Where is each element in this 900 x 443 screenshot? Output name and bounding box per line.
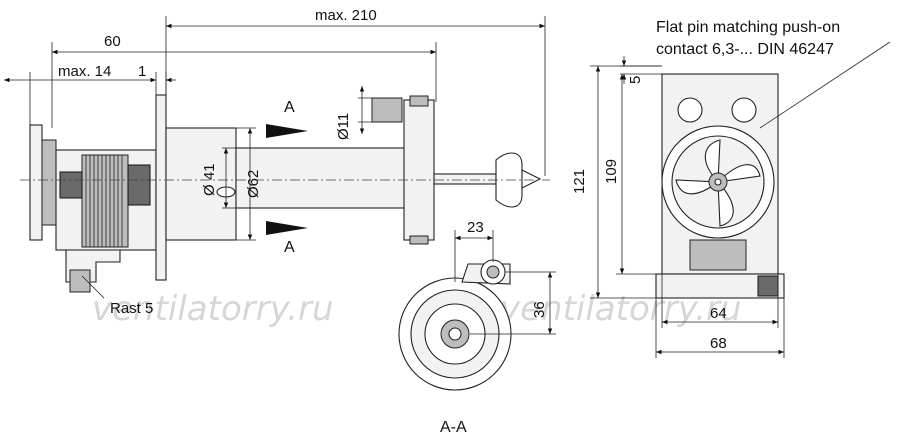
- section-a-a-view: 23 36 A-A: [398, 219, 556, 436]
- section-arrow-top: [266, 124, 308, 138]
- contact-label-line1: Flat pin matching push-on: [656, 19, 840, 36]
- front-view: Flat pin matching push-on contact 6,3-..…: [655, 19, 891, 299]
- rast-label: Rast 5: [110, 300, 153, 317]
- front-pin-left: [677, 97, 703, 123]
- bearing-block: [127, 164, 151, 206]
- terminal-block: [59, 171, 83, 199]
- dim-109: 109: [603, 159, 620, 184]
- dim-dia-41: Ø 41: [201, 163, 218, 196]
- contact-label-line2: contact 6,3-... DIN 46247: [656, 41, 834, 58]
- impeller-shaft: [433, 173, 497, 185]
- contact-leader: [759, 41, 891, 129]
- terminal-plug: [69, 269, 91, 293]
- side-view: [20, 94, 550, 293]
- dim-64: 64: [710, 305, 727, 322]
- dim-36: 36: [531, 301, 548, 318]
- mounting-plate: [155, 94, 167, 281]
- dim-60: 60: [104, 33, 121, 50]
- dim-max-14: max. 14: [58, 63, 111, 80]
- dim-23: 23: [467, 219, 484, 236]
- motor-coil: [81, 154, 129, 248]
- dim-dia-11: Ø11: [335, 113, 352, 140]
- dim-1: 1: [138, 63, 146, 80]
- outlet-port-bore: [486, 265, 500, 279]
- watermark-left: ventilatorry.ru: [92, 289, 334, 329]
- front-pin-right: [731, 97, 757, 123]
- front-base-block: [689, 239, 747, 271]
- outlet-nozzle: [371, 97, 403, 123]
- flange-ring: [41, 139, 57, 226]
- fan-shaft: [714, 178, 722, 186]
- section-arrow-bottom: [266, 221, 308, 235]
- side-view-dimensions: max. 210 60 max. 14 1 Ø11 Ø 41 Ø62 A A: [4, 7, 546, 317]
- dim-121: 121: [571, 169, 588, 194]
- front-view-dimensions: 5 121 109 64 68: [571, 56, 785, 358]
- dim-68: 68: [710, 335, 727, 352]
- section-label-a-bottom: A: [284, 239, 295, 256]
- section-view-label: A-A: [440, 419, 467, 436]
- pump-base: [409, 235, 429, 245]
- pump-head: [403, 99, 435, 241]
- impeller-tip: [521, 169, 542, 189]
- pump-cap: [409, 95, 429, 107]
- front-terminal: [757, 275, 779, 297]
- dim-5: 5: [627, 76, 644, 84]
- mounting-flange: [29, 124, 43, 241]
- section-label-a-top: A: [284, 99, 295, 116]
- dim-max-210: max. 210: [315, 7, 377, 24]
- dim-dia-62: Ø62: [245, 170, 262, 198]
- pump-shaft: [448, 327, 462, 341]
